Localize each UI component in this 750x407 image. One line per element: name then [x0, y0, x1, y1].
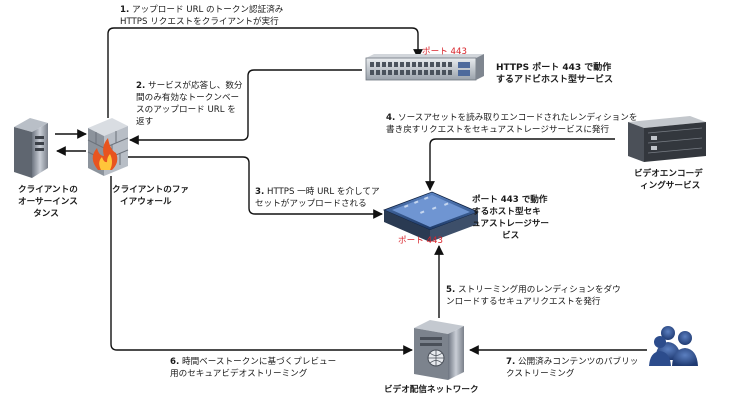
step-3-label: 3. HTTPS 一時 URL を介してア セットがアップロードされる [255, 187, 380, 209]
switch-port [394, 70, 398, 75]
step-5-label: 5. ストリーミング用のレンディションをダウ ンロードするセキュアリクエストを発… [446, 285, 621, 307]
users-group-icon [649, 326, 698, 366]
switch-port [388, 70, 392, 75]
switch-port [376, 62, 380, 67]
switch-port [424, 62, 428, 67]
step-4-label: 4. ソースアセットを読み取りエンコードされたレンディションを 書き戻すリクエス… [386, 113, 638, 135]
switch-port [400, 62, 404, 67]
arrow-step-4 [425, 138, 615, 191]
video-encoding-label: ビデオエンコーデ ィングサービス [634, 169, 703, 191]
switch-port [382, 62, 386, 67]
switch-port [412, 70, 416, 75]
switch-port [412, 62, 416, 67]
switch-port [448, 62, 452, 67]
switch-port [370, 62, 374, 67]
server-tower-icon [14, 118, 48, 178]
connectors [55, 27, 647, 355]
firewall-icon [87, 118, 129, 176]
switch-port [388, 62, 392, 67]
switch-port [442, 62, 446, 67]
network-switch-icon [365, 54, 484, 81]
rack-server-icon [628, 116, 706, 162]
switch-port [400, 70, 404, 75]
switch-port [424, 70, 428, 75]
switch-port [448, 70, 452, 75]
switch-port [418, 70, 422, 75]
client-firewall-label: クライアントのファ イアウォール [112, 185, 190, 207]
switch-port [436, 62, 440, 67]
switch-port [394, 62, 398, 67]
step-1-label: 1. アップロード URL のトークン認証済み HTTPS リクエストをクライア… [120, 5, 284, 27]
switch-port [442, 70, 446, 75]
switch-port [406, 70, 410, 75]
switch-port [436, 70, 440, 75]
arrow-step-6 [110, 176, 413, 355]
switch-port [406, 62, 410, 67]
switch-port [376, 70, 380, 75]
cdn-server-icon [414, 320, 464, 380]
switch-port [370, 70, 374, 75]
secure-storage-port-label: ポート 443 [398, 236, 443, 246]
https-service-port-label: ポート 443 [422, 47, 467, 57]
cdn-label: ビデオ配信ネットワーク [384, 385, 479, 395]
arrow-step-1 [107, 27, 423, 118]
switch-port [430, 70, 434, 75]
step-7-label: 7. 公開済みコンテンツのパブリッ クストリーミング [506, 357, 639, 379]
https-service-label: HTTPS ポート 443 で動作 するアドビホスト型サービス [496, 63, 614, 85]
step-6-label: 6. 時間ベーストークンに基づくプレビュー 用のセキュアビデオストリーミング [170, 357, 337, 379]
arrow-step-2 [129, 69, 362, 145]
switch-port [382, 70, 386, 75]
secure-storage-label: ポート 443 で動作 するホスト型セキ ュアストレージサー ビス [472, 195, 550, 241]
client-instance-label: クライアントの オーサーインス タンス [18, 185, 78, 219]
arrow-step-3 [126, 156, 383, 219]
storage-router-icon [382, 191, 480, 242]
step-2-label: 2. サービスが応答し、数分 間のみ有効なトークンベー スのアップロード URL… [136, 81, 243, 127]
switch-port [430, 62, 434, 67]
switch-port [418, 62, 422, 67]
